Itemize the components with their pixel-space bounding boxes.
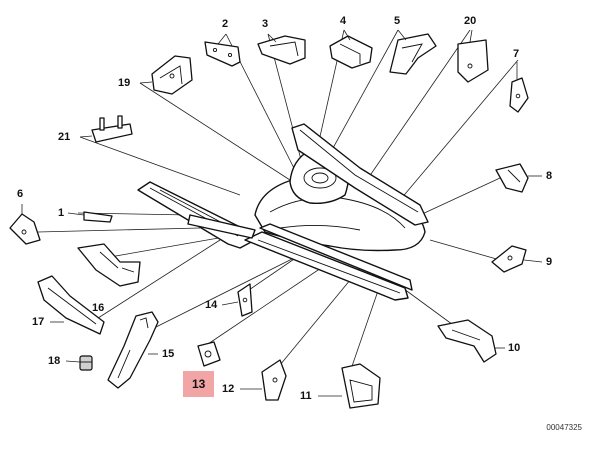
part-8-bracket	[495, 163, 529, 193]
callout-13-highlighted: 13	[183, 371, 215, 397]
part-21-bracket	[91, 115, 133, 143]
part-3-bracket	[257, 35, 306, 65]
callout-7: 7	[513, 48, 520, 60]
part-2-bracket	[204, 41, 241, 67]
part-16-mount	[77, 243, 141, 287]
callout-1: 1	[58, 207, 65, 219]
part-11-box	[341, 363, 381, 409]
part-19-bracket	[151, 55, 193, 95]
part-12-bracket	[261, 359, 287, 401]
callout-6: 6	[17, 188, 24, 200]
part-6-bracket	[9, 213, 41, 245]
catalog-number: 00047325	[546, 423, 582, 432]
part-13-clip	[197, 341, 221, 367]
part-1-strip	[83, 211, 113, 223]
part-18-nut	[79, 355, 93, 371]
callout-12: 12	[222, 383, 235, 395]
callout-8: 8	[546, 170, 553, 182]
callout-10: 10	[508, 342, 521, 354]
callout-14: 14	[205, 299, 218, 311]
part-17-strut	[37, 275, 105, 335]
part-20-plate	[457, 39, 489, 83]
part-9-bracket	[491, 245, 527, 273]
callout-20: 20	[464, 15, 477, 27]
part-7-bracket	[509, 77, 529, 113]
callout-18: 18	[48, 355, 61, 367]
callout-3: 3	[262, 18, 269, 30]
callout-2: 2	[222, 18, 229, 30]
part-14-bracket	[237, 283, 253, 317]
callout-21: 21	[58, 131, 71, 143]
callout-17: 17	[32, 316, 45, 328]
callout-19: 19	[118, 77, 131, 89]
callout-5: 5	[394, 15, 401, 27]
callout-ticks	[21, 29, 543, 397]
callout-11: 11	[300, 390, 312, 402]
callout-9: 9	[546, 256, 553, 268]
callout-4: 4	[340, 15, 347, 27]
part-10-bracket	[437, 319, 497, 363]
part-15-pillar	[107, 311, 159, 389]
main-frame-assembly	[137, 123, 429, 301]
part-5-support	[389, 33, 437, 75]
callout-16: 16	[92, 302, 105, 314]
callout-15: 15	[162, 348, 175, 360]
